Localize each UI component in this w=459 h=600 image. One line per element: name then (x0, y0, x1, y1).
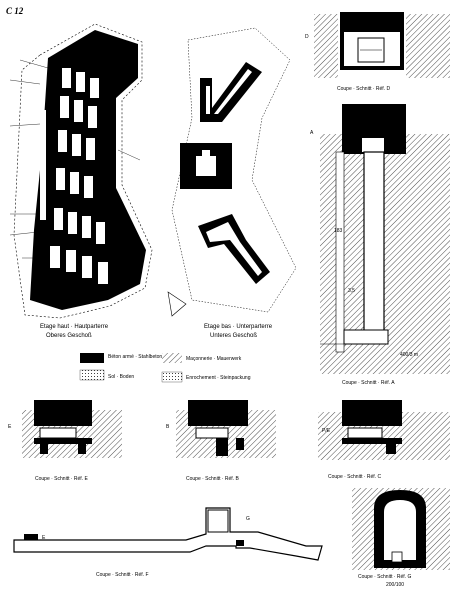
section-b-title: Coupe · Schnitt · Réf. B (186, 476, 239, 482)
section-g-scale: 200/100 (386, 582, 404, 588)
section-d-wall-left (340, 32, 344, 68)
legend-swatch-rockfill (161, 371, 183, 383)
section-d-wall-right (400, 32, 404, 68)
upper-plan-title-1: Etage haut · Hautparterre (40, 324, 109, 330)
section-a-mark: A (310, 130, 314, 136)
section-f-profile (13, 507, 323, 561)
section-b-head (188, 400, 248, 426)
upper-plan-wall (30, 30, 146, 310)
section-c-title: Coupe · Schnitt · Réf. C (328, 474, 381, 480)
section-d-floor (340, 66, 404, 70)
section-c-head (342, 400, 402, 426)
section-e-mark: E (8, 424, 12, 430)
section-a-shaft-right (363, 151, 385, 343)
section-b-mark: B (166, 424, 170, 430)
section-a-shaft-left (335, 151, 345, 353)
section-d-title: Coupe · Schnitt · Réf. D (337, 86, 390, 92)
section-g-door (391, 551, 403, 563)
upper-floor-plan: Etage haut · Hautparterre Oberes Geschoß (9, 23, 153, 339)
section-f-tag-g: G (246, 516, 250, 522)
section-d-mark: D (305, 34, 309, 40)
section-b: B Coupe · Schnitt · Réf. B (166, 400, 276, 482)
legend-swatch-concrete (80, 353, 104, 363)
section-a-elev-1: 183 (334, 228, 343, 234)
section-c: P/E Coupe · Schnitt · Réf. C (318, 400, 450, 480)
section-c-floor (342, 438, 402, 444)
section-e-room (39, 427, 77, 439)
section-a-head-chamber (362, 138, 384, 152)
legend-swatch-masonry (162, 353, 182, 363)
section-e-footing-1 (40, 444, 48, 454)
lower-plan-room-l-lower-inner (206, 222, 262, 276)
section-a-gallery (343, 329, 389, 345)
upper-plan-chambers (40, 68, 108, 284)
legend-label-concrete: Béton armé · Stahlbeton (108, 354, 162, 360)
section-e-head (34, 400, 92, 426)
section-c-tag: P/E (322, 428, 331, 434)
north-arrow-icon (167, 291, 187, 317)
legend-label-rockfill: Enrochement · Steinpackung (186, 375, 251, 381)
section-e-floor (34, 438, 92, 444)
section-a-title: Coupe · Schnitt · Réf. A (342, 380, 395, 386)
legend-label-soil: Sol · Boden (108, 374, 134, 380)
section-f-chamber (207, 509, 229, 533)
lower-floor-plan: Etage bas · Unterparterre Unteres Gescho… (167, 27, 297, 339)
section-g-title: Coupe · Schnitt · Réf. G (358, 574, 411, 580)
lower-plan-room-l-upper-inner (206, 69, 252, 114)
section-d-roof (340, 12, 404, 32)
legend: Béton armé · Stahlbeton Sol · Boden Maço… (79, 353, 251, 383)
section-g: Coupe · Schnitt · Réf. G 200/100 (352, 488, 450, 588)
lower-plan-title-1: Etage bas · Unterparterre (204, 324, 273, 330)
section-f-entry-block (24, 534, 38, 540)
section-c-room (347, 427, 383, 439)
lower-plan-title-2: Unteres Geschoß (210, 333, 257, 339)
section-a-elev-2: 3,5 (348, 288, 355, 294)
section-a-scale: 400/3 m (400, 352, 418, 358)
section-g-vault-inner (384, 500, 416, 560)
section-a: 183 3,5 400/3 m A Coupe · Schnitt · Réf.… (310, 104, 450, 386)
section-b-shaft (216, 438, 228, 456)
lower-plan-block-inner (196, 156, 216, 176)
section-e-title: Coupe · Schnitt · Réf. E (35, 476, 88, 482)
upper-plan-leaders (9, 59, 141, 259)
upper-plan-title-2: Oberes Geschoß (46, 333, 92, 339)
section-d: D Coupe · Schnitt · Réf. D (305, 12, 450, 92)
section-c-footing (386, 444, 396, 454)
legend-label-masonry: Maçonnerie · Mauerwerk (186, 356, 242, 362)
sheet-id: C 12 (6, 6, 24, 16)
section-e-footing-2 (78, 444, 86, 454)
section-e: E Coupe · Schnitt · Réf. E (8, 400, 122, 482)
lower-plan-block-door (202, 150, 210, 158)
legend-swatch-soil (79, 369, 105, 381)
section-f-title: Coupe · Schnitt · Réf. F (96, 572, 149, 578)
section-f-step (236, 540, 244, 546)
section-b-footing (236, 438, 244, 450)
section-f: E G Coupe · Schnitt · Réf. F (13, 507, 323, 578)
section-b-room (195, 427, 229, 439)
section-f-tag: E (42, 535, 46, 541)
